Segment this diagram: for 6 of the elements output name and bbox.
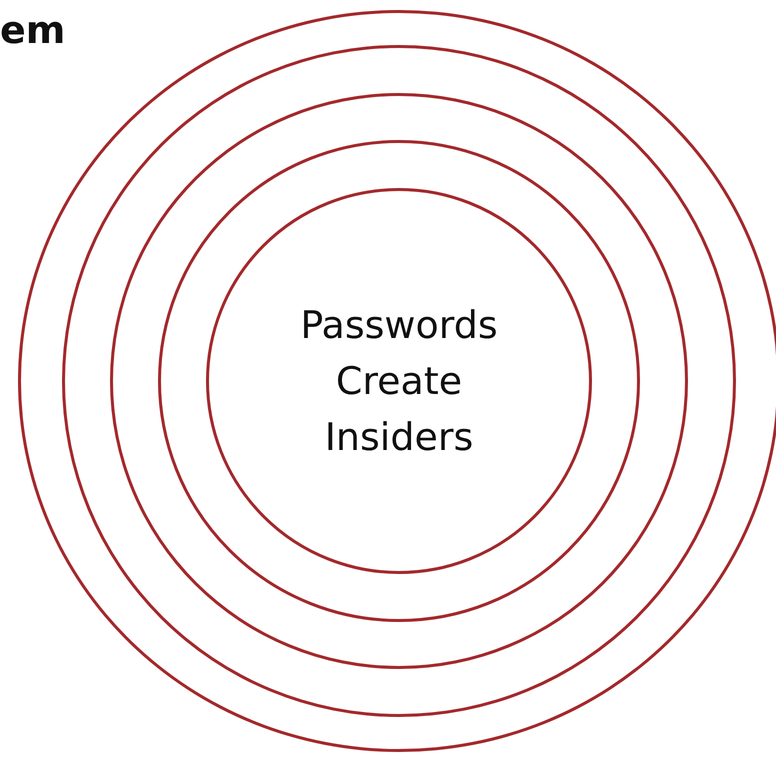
ring-circle bbox=[206, 188, 592, 574]
heading: em bbox=[0, 8, 66, 52]
ring-circle bbox=[110, 93, 688, 669]
ring-circle bbox=[62, 45, 736, 717]
ring-circle bbox=[158, 140, 640, 622]
center-label: Passwords Create Insiders bbox=[299, 302, 499, 461]
